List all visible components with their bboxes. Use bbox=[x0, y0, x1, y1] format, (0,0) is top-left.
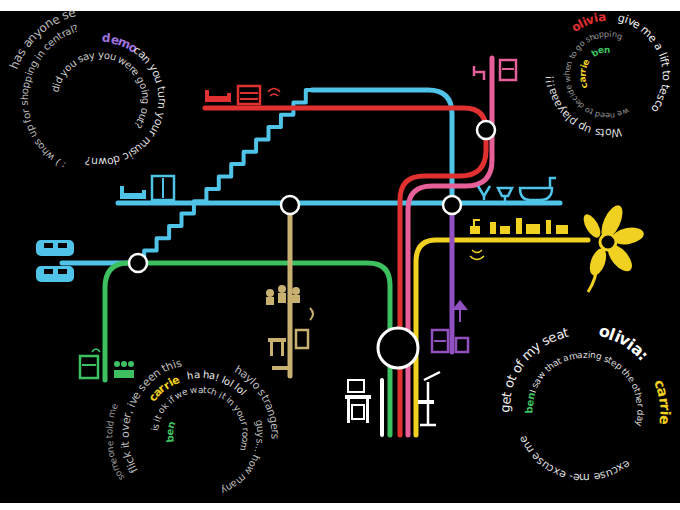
chat-letter: r bbox=[635, 403, 644, 407]
chat-letter: g bbox=[498, 404, 511, 412]
chat-letter: h bbox=[187, 370, 195, 381]
chat-message: ha ha! lol lol bbox=[126, 361, 274, 509]
chat-letter bbox=[106, 438, 115, 441]
chat-letter: h bbox=[210, 387, 218, 397]
chat-letter: o bbox=[105, 429, 114, 435]
chat-letter: r bbox=[269, 429, 280, 434]
chat-letter: n bbox=[106, 446, 116, 453]
chat-letter: z bbox=[583, 350, 588, 359]
chat-message: ben bbox=[569, 36, 647, 114]
chat-letter: a bbox=[597, 11, 606, 24]
chat-letter: t bbox=[120, 440, 131, 445]
chat-letter: u bbox=[254, 425, 265, 432]
chat-letter: g bbox=[140, 98, 150, 105]
chat-letter: n bbox=[139, 91, 150, 98]
chat-letter: W bbox=[610, 126, 622, 139]
chat-letter: d bbox=[106, 420, 116, 427]
chat-letter: n bbox=[604, 45, 611, 54]
chat-letter: n bbox=[565, 60, 574, 67]
chat-letter: o bbox=[106, 155, 114, 167]
chat-letter bbox=[120, 437, 131, 441]
chat-letter: r bbox=[657, 396, 672, 405]
chat-letter: w bbox=[190, 385, 199, 395]
chat-letter: u bbox=[152, 75, 165, 85]
chat-message: has anyone se bbox=[0, 0, 206, 206]
chat-letter: o bbox=[119, 431, 130, 438]
chat-letter: a bbox=[577, 350, 583, 359]
chat-letter: a bbox=[194, 370, 201, 380]
chat-letter: o bbox=[240, 431, 249, 437]
chat-letter: b bbox=[525, 407, 535, 414]
chat-message: guys... how many bbox=[126, 361, 274, 509]
chat-message: give me a lift to tesco bbox=[536, 3, 680, 147]
chat-letter: t bbox=[660, 70, 671, 75]
chat-letter: m bbox=[568, 351, 579, 362]
chat-message: excuse me- excuse me bbox=[503, 328, 667, 492]
chat-letter: w bbox=[564, 75, 573, 82]
chat-letter: y bbox=[255, 432, 265, 438]
chat-letter: h bbox=[564, 71, 572, 76]
chat-letter: y bbox=[98, 50, 104, 60]
chat-message: we need to decide when to go shopping bbox=[554, 21, 662, 129]
chat-letter: t bbox=[562, 325, 570, 339]
chat-message: ben bbox=[156, 391, 244, 479]
chat-message: Wots up playaaa!!! bbox=[536, 3, 680, 147]
chat-letter: s bbox=[269, 434, 280, 440]
chat-letter: p bbox=[599, 31, 605, 40]
chat-letter: d bbox=[635, 410, 644, 416]
chat-letter: r bbox=[156, 98, 167, 103]
staircase bbox=[138, 90, 312, 263]
chat-letter: v bbox=[120, 424, 132, 432]
chat-message: : ) whos up for shopping in central? bbox=[11, 11, 189, 189]
chat-letter: y bbox=[88, 50, 96, 61]
chat-letter: r bbox=[240, 427, 249, 432]
chat-letter: n bbox=[156, 102, 168, 110]
chat-letter: n bbox=[609, 110, 615, 119]
chat-letter: o bbox=[660, 74, 671, 81]
chat-letter: t bbox=[659, 61, 671, 67]
chat-letter: ! bbox=[544, 75, 555, 80]
chat-letter bbox=[94, 50, 98, 60]
chat-letter bbox=[635, 407, 644, 410]
chat-letter: t bbox=[105, 434, 114, 438]
chat-letter: r bbox=[658, 404, 672, 411]
chat-letter: s bbox=[20, 100, 30, 106]
chat-letter: a bbox=[652, 41, 665, 52]
chat-message: olivia bbox=[536, 3, 680, 147]
chat-letter: I bbox=[528, 389, 537, 394]
chat-letter: m bbox=[579, 472, 590, 483]
chat-message: is it ok if we watch it in your room bbox=[141, 376, 259, 494]
chat-letter: e bbox=[657, 415, 672, 426]
chat-message: did you say you were going out? bbox=[41, 41, 159, 159]
chat-letter: a bbox=[198, 385, 204, 394]
chat-letter: s bbox=[594, 126, 602, 138]
chat-letter: h bbox=[20, 94, 30, 101]
chat-letter: : bbox=[59, 160, 67, 170]
chat-letter: y bbox=[633, 420, 643, 427]
chat-letter: p bbox=[604, 31, 609, 39]
chat-letter: m bbox=[238, 441, 249, 452]
chat-letter: w bbox=[97, 156, 106, 167]
chat-letter: ? bbox=[72, 23, 80, 34]
chat-letter: u bbox=[156, 90, 168, 98]
chat-letter: g bbox=[595, 352, 603, 362]
chat-letter: ! bbox=[214, 372, 221, 383]
chat-letter: b bbox=[165, 435, 176, 444]
chat-letter: o bbox=[605, 127, 612, 138]
chat-message: carrie bbox=[126, 361, 274, 509]
chat-letter: e bbox=[106, 440, 115, 446]
chat-letter: e bbox=[605, 111, 610, 119]
chat-letter: e bbox=[269, 422, 281, 430]
chat-letter: e bbox=[593, 471, 602, 483]
